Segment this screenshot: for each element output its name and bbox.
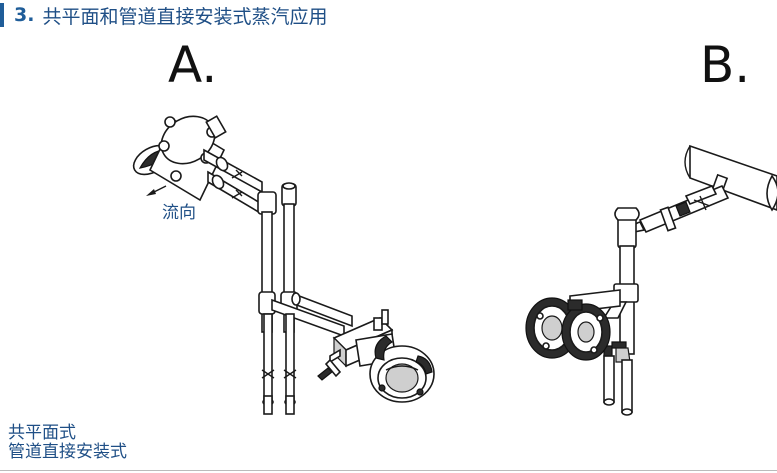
process-pipe-a: [132, 115, 227, 202]
section-title: 共平面和管道直接安装式蒸汽应用: [42, 5, 328, 28]
flange-bolt: [164, 116, 176, 128]
isolation-valve: [675, 201, 691, 217]
flow-direction-label: 流向: [162, 203, 196, 223]
figure-caption: 共平面式 管道直接安装式: [8, 424, 127, 462]
vertical-leg-b: [602, 207, 640, 416]
drain-valve: [611, 341, 627, 349]
flange-bolt: [158, 140, 170, 152]
panel-b-drawing: [525, 144, 777, 416]
transmitter-b: [525, 289, 621, 361]
tee-fitting: [257, 191, 277, 215]
panel-a-drawing: [132, 115, 435, 415]
flow-arrow: [146, 185, 167, 196]
section-number: 3.: [14, 4, 35, 26]
flange-bolt: [170, 170, 182, 182]
panel-a-label: A.: [168, 36, 218, 94]
bottom-divider: [0, 470, 777, 471]
heading-accent-bar: [0, 3, 4, 27]
caption-line-coplanar: 共平面式: [8, 423, 76, 443]
transmitter-a: [355, 333, 435, 403]
caption-line-direct-mount: 管道直接安装式: [8, 442, 127, 462]
impulse-line-b: [632, 184, 730, 234]
impulse-lines-a: [203, 148, 353, 415]
section-heading: 3. 共平面和管道直接安装式蒸汽应用: [0, 0, 327, 30]
panel-b-label: B.: [700, 36, 751, 94]
